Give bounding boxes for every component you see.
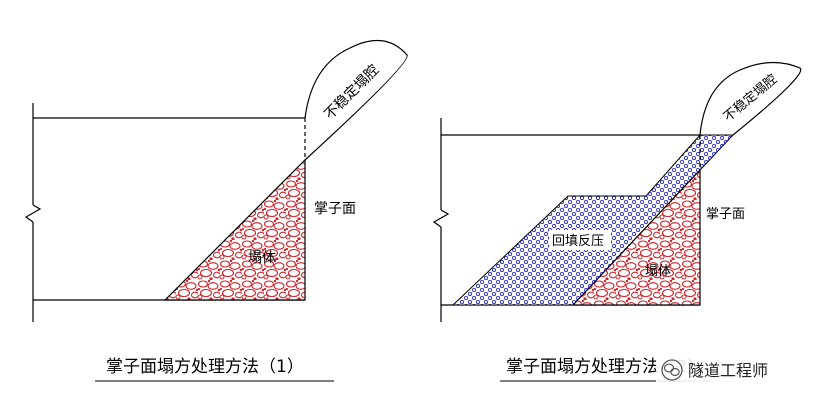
backfill-label-2: 回填反压: [552, 234, 604, 249]
caption-2: 掌子面塌方处理方法（2）: [506, 357, 704, 377]
backfill-label-bg: [549, 230, 611, 250]
wechat-logo-icon: [661, 359, 683, 381]
diagram-1: 不稳定塌腔 掌子面 塌体 掌子面塌方处理方法（1）: [24, 39, 408, 382]
cavity-outline-1: [304, 39, 408, 161]
cavity-label-1: 不稳定塌腔: [322, 62, 383, 123]
caption-1: 掌子面塌方处理方法（1）: [106, 357, 304, 377]
collapse-body-2: [571, 168, 701, 306]
collapse-body-1: [163, 158, 306, 301]
collapse-label-1: 塌体: [248, 250, 276, 266]
face-label-1: 掌子面: [314, 201, 356, 217]
cavity-outline-2: [699, 61, 802, 136]
cavity-label-2: 不稳定塌腔: [720, 71, 780, 125]
collapse-label-2: 塌体: [645, 264, 671, 279]
face-label-2: 掌子面: [706, 207, 745, 222]
diagram-2: 不稳定塌腔 掌子面 回填反压 塌体 掌子面塌方处理方法（2）: [432, 61, 802, 382]
watermark-text: 隧道工程师: [688, 361, 768, 380]
watermark: 隧道工程师: [656, 356, 806, 384]
